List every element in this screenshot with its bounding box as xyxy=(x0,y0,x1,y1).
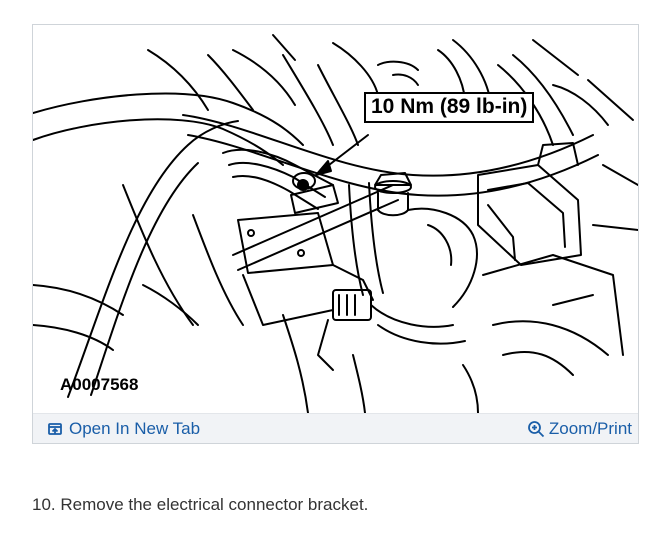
zoom-in-icon xyxy=(527,420,545,438)
open-in-new-tab-button[interactable]: Open In New Tab xyxy=(47,414,200,444)
open-in-new-tab-label: Open In New Tab xyxy=(69,419,201,438)
zoom-print-button[interactable]: Zoom/Print xyxy=(527,414,632,444)
figure-image: 10 Nm (89 lb-in) A0007568 xyxy=(33,25,638,413)
figure-toolbar: Open In New Tab Zoom/Print xyxy=(33,413,638,443)
figure-id-label: A0007568 xyxy=(60,375,139,394)
figure-card: 10 Nm (89 lb-in) A0007568 Open In New Ta… xyxy=(32,24,639,444)
open-in-new-tab-icon xyxy=(47,421,63,437)
step-instruction: 10. Remove the electrical connector brac… xyxy=(32,495,369,514)
zoom-print-label: Zoom/Print xyxy=(548,419,632,438)
engine-line-drawing xyxy=(33,34,638,413)
torque-callout: 10 Nm (89 lb-in) xyxy=(364,92,535,123)
